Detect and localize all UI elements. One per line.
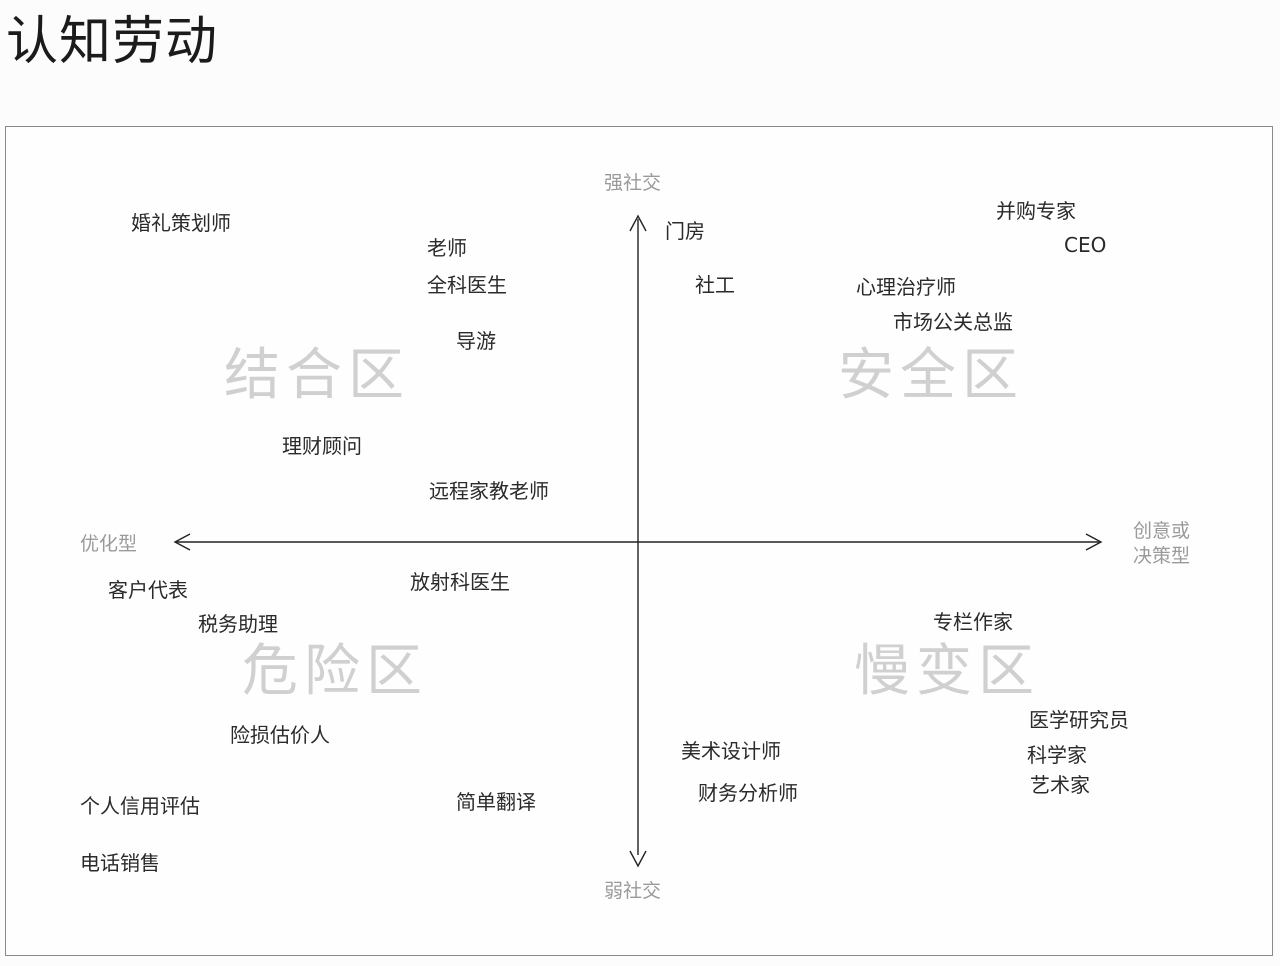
axis-label-right-line2: 决策型 <box>1133 545 1191 567</box>
job-artist: 艺术家 <box>1030 773 1090 797</box>
job-account-rep: 客户代表 <box>108 578 188 602</box>
job-wedding-planner: 婚礼策划师 <box>131 211 231 235</box>
axis-label-top: 强社交 <box>604 172 662 194</box>
zone-label-bottom-right: 慢变区 <box>854 639 1040 704</box>
quadrant-diagram: 强社交 弱社交 优化型 创意或 决策型 结合区 安全区 危险区 慢变区 婚礼策划… <box>5 126 1273 956</box>
job-radiologist: 放射科医生 <box>410 570 510 594</box>
zone-label-top-left: 结合区 <box>224 343 410 408</box>
job-remote-tutor: 远程家教老师 <box>429 479 549 503</box>
job-tour-guide: 导游 <box>456 329 496 353</box>
axis-label-bottom: 弱社交 <box>604 880 662 902</box>
vertical-axis-arrow-down <box>629 850 647 868</box>
job-social-worker: 社工 <box>695 273 735 297</box>
job-art-designer: 美术设计师 <box>681 739 781 763</box>
job-gp-doctor: 全科医生 <box>427 273 507 297</box>
job-scientist: 科学家 <box>1027 743 1087 767</box>
job-psychotherapist: 心理治疗师 <box>856 275 956 299</box>
page-title: 认知劳动 <box>6 12 219 72</box>
axis-label-right: 创意或 决策型 <box>1133 519 1190 569</box>
job-columnist: 专栏作家 <box>933 610 1013 634</box>
job-financial-advisor: 理财顾问 <box>282 434 362 458</box>
job-credit-scorer: 个人信用评估 <box>80 794 200 818</box>
job-financial-analyst: 财务分析师 <box>698 781 798 805</box>
axes <box>173 214 1103 868</box>
job-ma-expert: 并购专家 <box>996 199 1076 223</box>
job-ceo: CEO <box>1064 233 1107 257</box>
job-medical-researcher: 医学研究员 <box>1029 708 1129 732</box>
job-telesales: 电话销售 <box>80 851 160 875</box>
job-pr-director: 市场公关总监 <box>893 310 1013 334</box>
vertical-axis-arrow-up <box>629 214 647 232</box>
zone-label-bottom-left: 危险区 <box>242 639 428 704</box>
job-doorman: 门房 <box>665 219 705 243</box>
horizontal-axis-arrow-left <box>173 533 191 551</box>
job-teacher: 老师 <box>427 236 467 260</box>
axis-label-right-line1: 创意或 <box>1133 520 1191 542</box>
job-tax-assistant: 税务助理 <box>198 612 278 636</box>
axis-label-left: 优化型 <box>80 533 138 555</box>
job-simple-translation: 简单翻译 <box>456 790 536 814</box>
zone-label-top-right: 安全区 <box>838 343 1024 408</box>
horizontal-axis-arrow-right <box>1085 533 1103 551</box>
job-loss-appraiser: 险损估价人 <box>230 723 330 747</box>
